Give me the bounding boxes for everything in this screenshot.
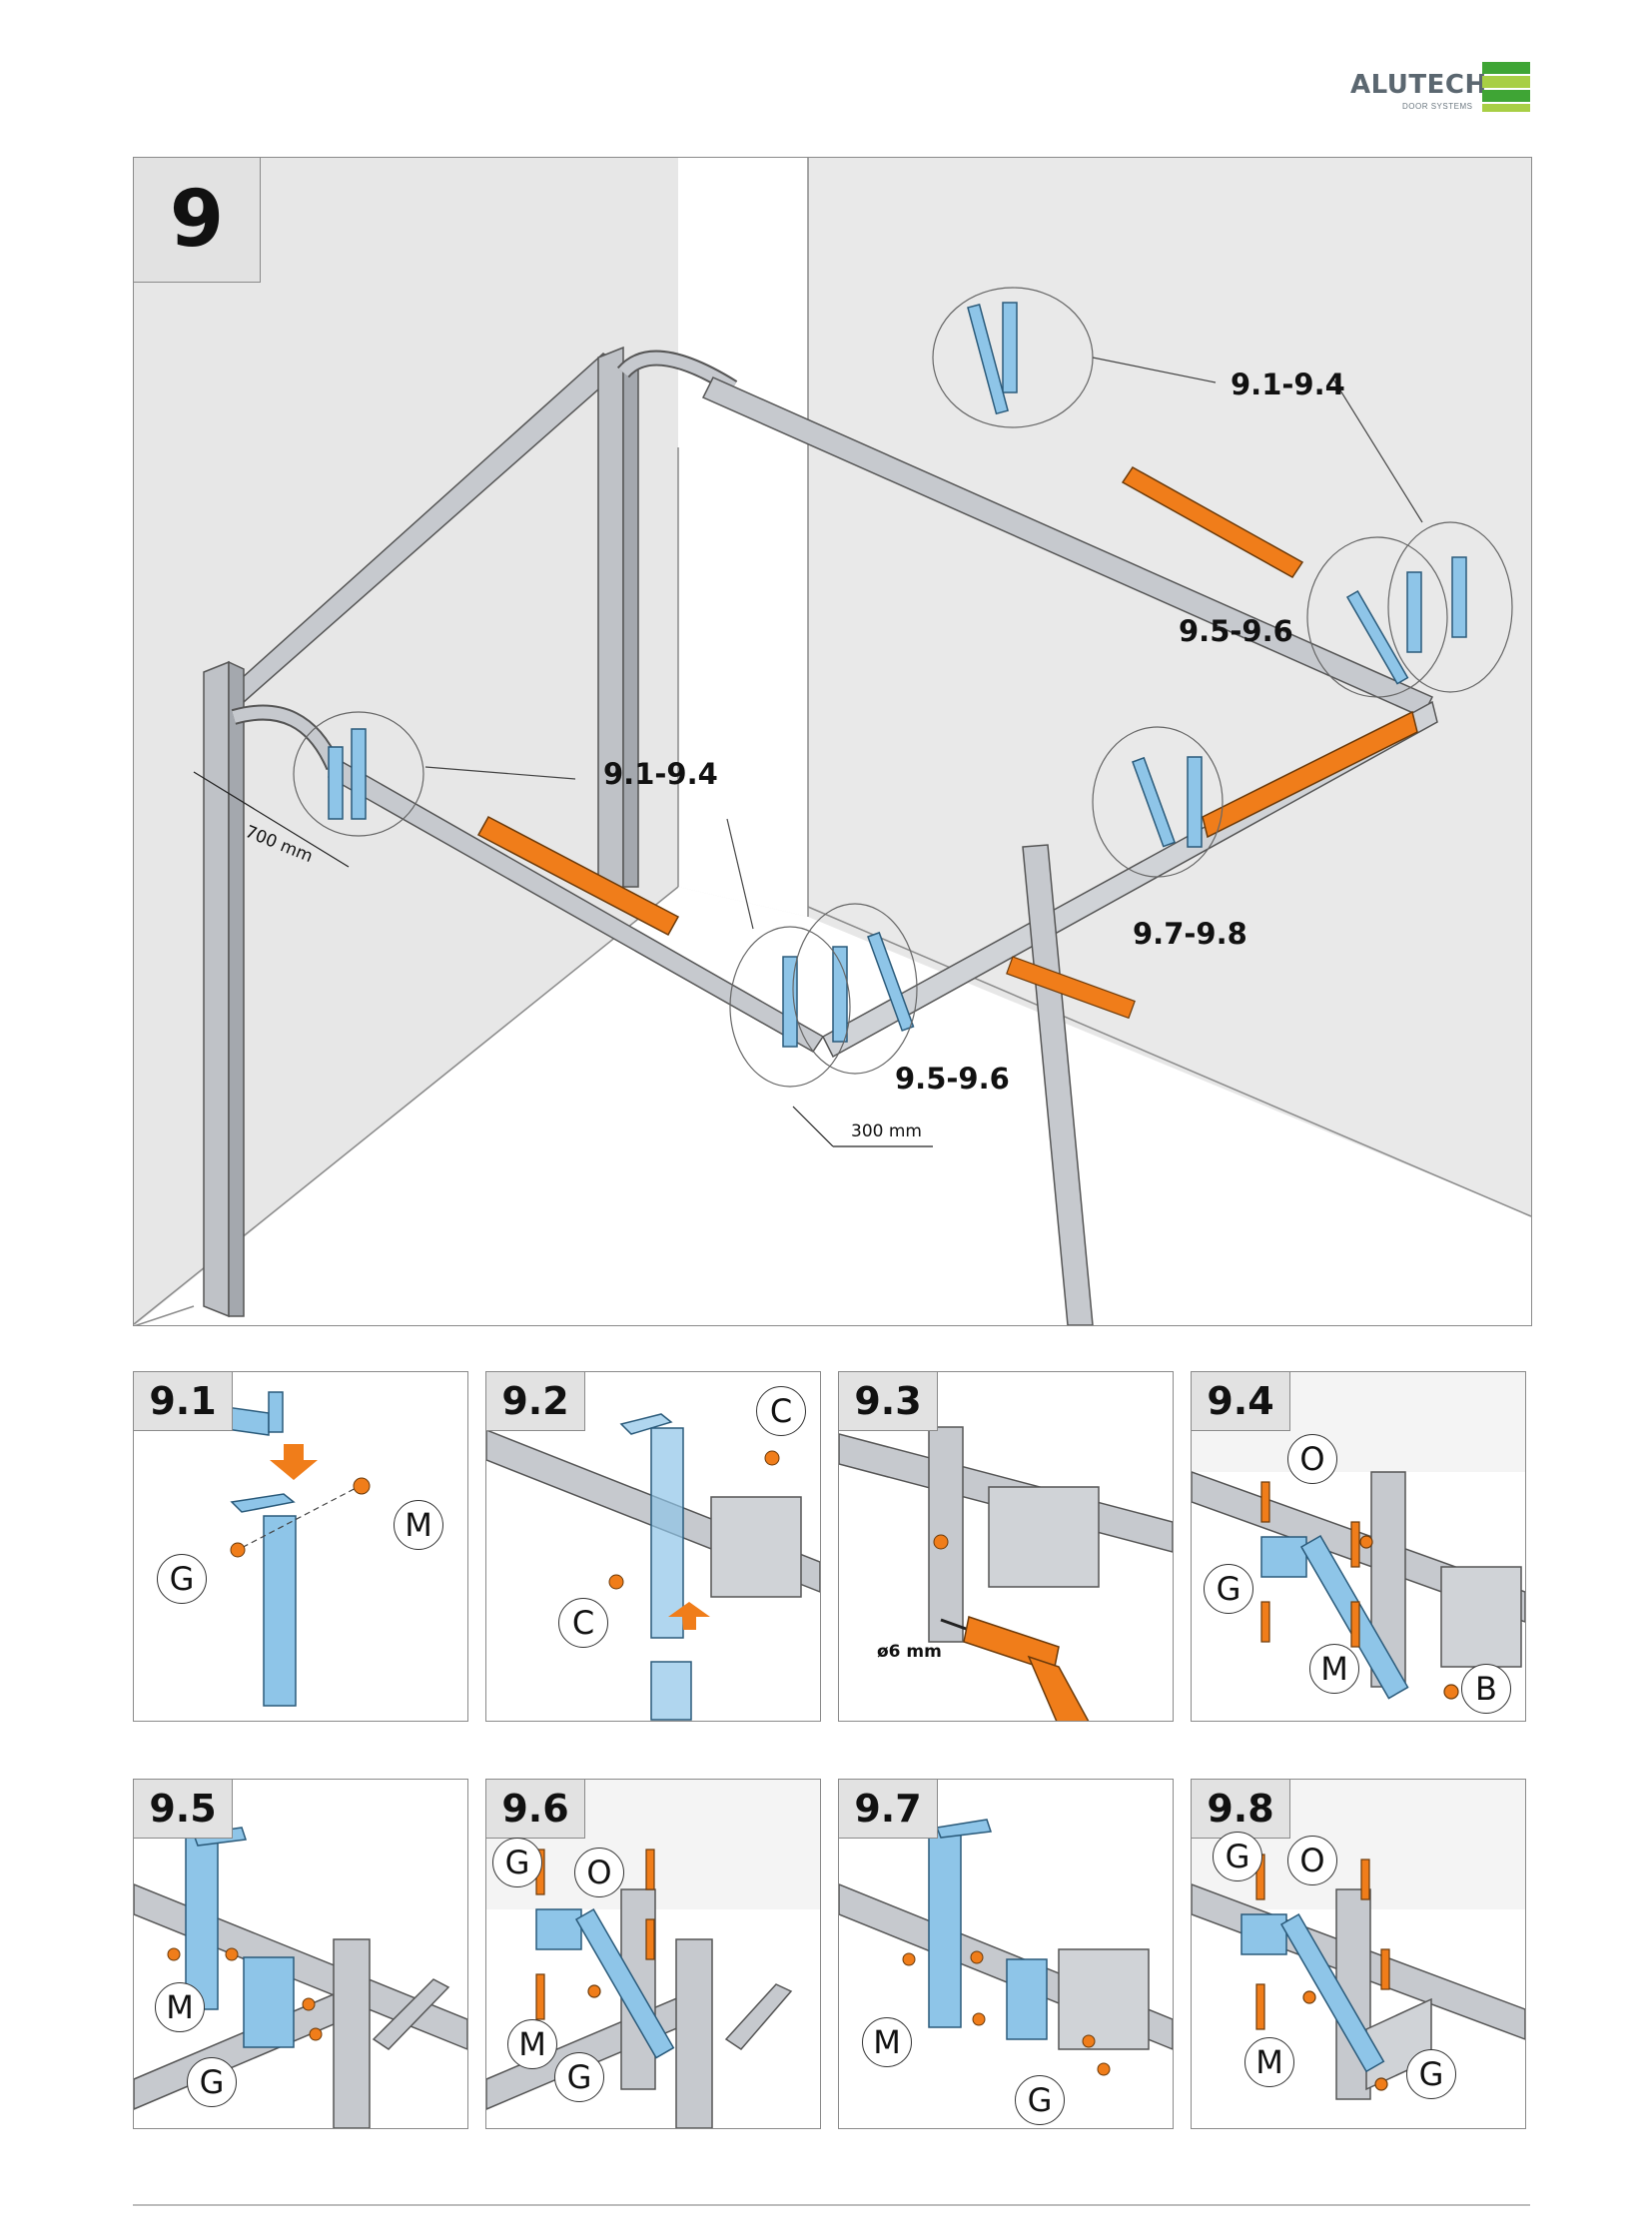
screws-icon [1260,1481,1459,1700]
brand-logo: ALUTECH DOOR SYSTEMS [1350,60,1540,116]
callout-9-1-9-4-left: 9.1-9.4 [603,757,718,791]
detail-label: 9.8 [1192,1780,1290,1839]
blue-brackets [328,302,1467,1048]
support-prop [1022,844,1094,1325]
brand-name: ALUTECH [1350,70,1487,100]
part-letter-o: O [1287,1434,1337,1484]
callout-9-1-9-4-top: 9.1-9.4 [1231,368,1345,401]
plate-icon [710,1496,802,1598]
spirit-level-left [476,815,680,937]
part-letter-o: O [1287,1836,1337,1885]
detail-label: 9.1 [134,1372,233,1431]
part-letter-o: O [574,1848,624,1897]
leader-lines [424,357,1423,930]
inner-opening [678,158,808,917]
garage-track-diagram [134,158,1531,1325]
part-letter-m: M [507,2019,557,2069]
dimension-lines [193,771,933,1147]
plate-icon [1440,1566,1522,1668]
drill-diameter-label: ø6 mm [877,1642,942,1662]
part-letter-m: M [1309,1644,1359,1694]
up-arrow-icon [668,1602,710,1630]
detail-label: 9.7 [839,1780,938,1839]
part-letter-c: C [558,1598,608,1648]
callout-9-5-9-6-right: 9.5-9.6 [1179,614,1293,648]
spirit-level-front [1202,710,1418,839]
middle-vertical-track [597,346,624,893]
left-vertical-track [203,660,230,1318]
nut-icon [353,1477,371,1495]
part-letter-m: M [155,1982,205,2032]
detail-label: 9.3 [839,1372,938,1431]
plate-icon [988,1486,1100,1588]
detail-panel-9-8: 9.8 G O M G [1191,1779,1526,2129]
bracket-plate-icon [243,1956,295,2048]
brand-stripes-icon [1482,62,1530,112]
down-arrow-icon [270,1444,318,1480]
part-letter-c: C [756,1386,806,1436]
part-letter-m: M [394,1500,443,1550]
clamp-icon [1006,956,1136,1020]
spirit-level-right [1121,466,1304,578]
part-letter-g: G [1204,1564,1253,1614]
screws-icon [1255,1854,1390,2091]
callout-9-7-9-8: 9.7-9.8 [1133,917,1247,951]
dimension-300mm: 300 mm [851,1121,922,1141]
part-letter-g: G [1406,2049,1456,2099]
brand-tagline: DOOR SYSTEMS [1402,102,1473,111]
drill-icon [940,1616,1090,1721]
main-illustration-panel: 9 9.1-9.4 9.5-9.6 9.1-9.4 9.7-9.8 9.5-9.… [133,157,1532,1326]
part-letter-g: G [554,2052,604,2102]
detail-panel-9-2: 9.2 C C [485,1371,821,1722]
detail-panel-9-6: 9.6 G O M G [485,1779,821,2129]
bracket-icon [650,1427,684,1639]
post-section [333,1938,371,2128]
part-letter-g: G [1015,2075,1065,2125]
post-section [928,1426,964,1643]
part-letter-g: G [187,2057,237,2107]
detail-label: 9.2 [486,1372,585,1431]
part-letter-g: G [157,1554,207,1604]
detail-panel-9-7: 9.7 M G [838,1779,1174,2129]
bracket-icon [928,1827,962,2028]
plate-icon [1058,1948,1150,2050]
part-letter-m: M [1244,2037,1294,2087]
callout-9-5-9-6-front: 9.5-9.6 [895,1062,1010,1096]
detail-label: 9.6 [486,1780,585,1839]
part-letter-b: B [1461,1664,1511,1714]
detail-label: 9.4 [1192,1372,1290,1431]
part-letter-m: M [862,2017,912,2067]
part-letter-g: G [492,1838,542,1887]
left-wall [134,158,808,1325]
bracket-icon [1240,1913,1287,1955]
bracket-icon [263,1515,297,1707]
detail-panel-9-4: 9.4 O G M B [1191,1371,1526,1722]
step-number-box: 9 [134,158,261,283]
bracket-icon [185,1834,219,2010]
floor [135,887,1531,1325]
bracket-icon [535,1908,582,1950]
part-letter-g: G [1213,1832,1262,1881]
detail-panel-9-5: 9.5 M G [133,1779,468,2129]
bracket-icon [1260,1536,1307,1578]
footer-rule [133,2204,1530,2206]
detail-panel-9-1: 9.1 M G [133,1371,468,1722]
detail-label: 9.5 [134,1780,233,1839]
bolt-icon [230,1542,246,1558]
detail-panel-9-3: 9.3 ø6 mm [838,1371,1174,1722]
